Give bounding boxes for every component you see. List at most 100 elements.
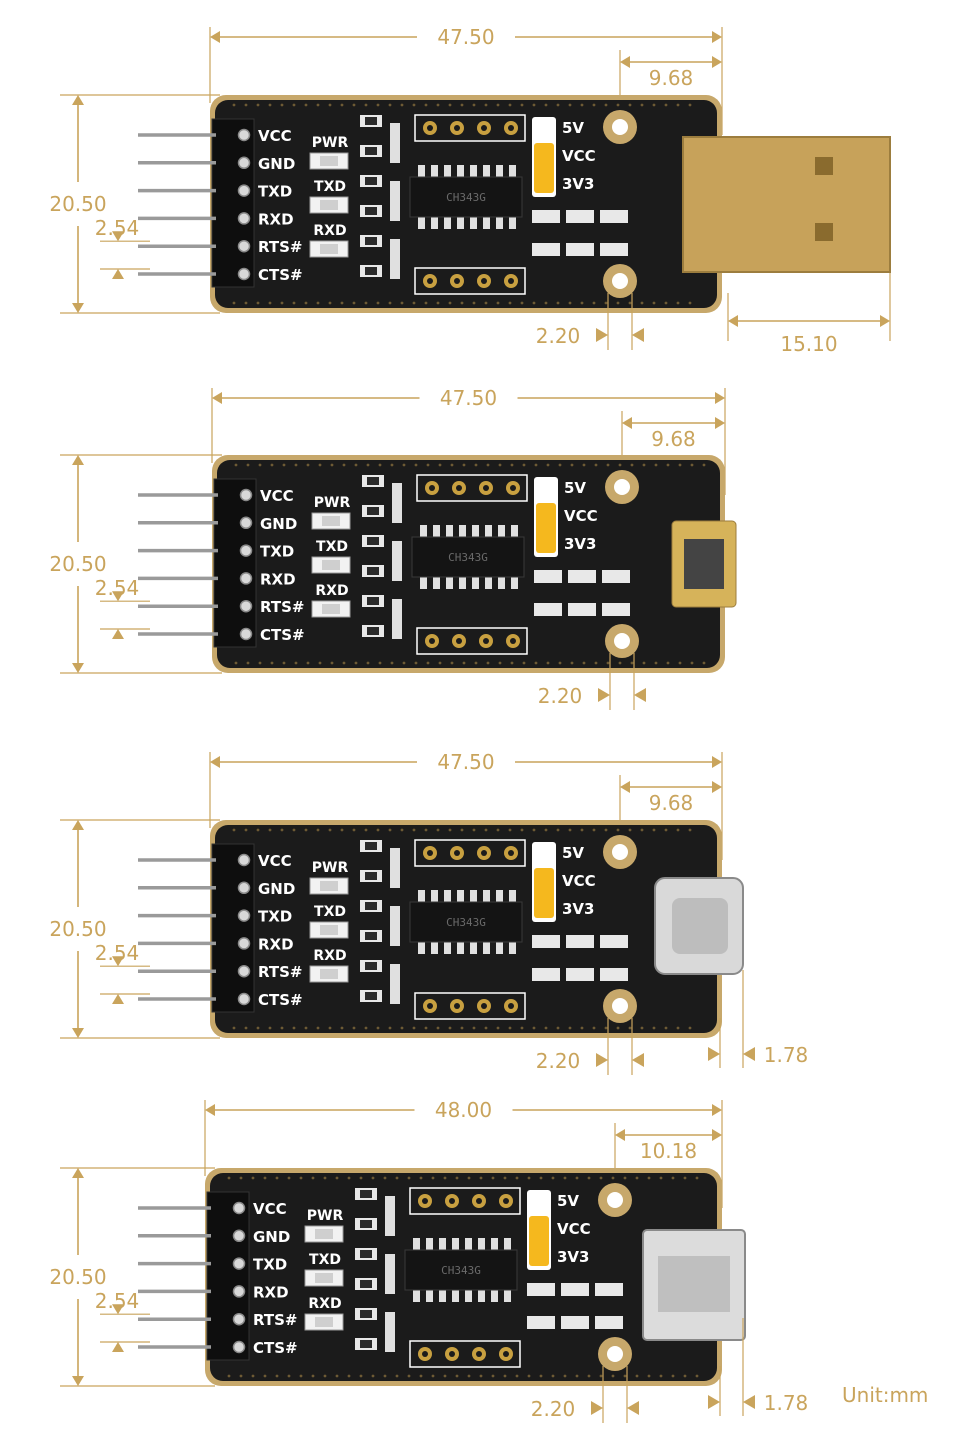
chip-pin [483,165,490,179]
smd-capacitor [566,210,594,223]
board-usb-c: 47.509.6820.502.54VCCGNDTXDRXDRTS#CTS#PW… [49,750,808,1075]
chip-pin [459,575,466,589]
smd-capacitor [568,603,596,616]
smd-capacitor [595,1316,623,1329]
chip-pin [496,215,503,229]
dim-offset: 10.18 [640,1139,697,1163]
ic-pin-strip [390,239,400,279]
chip-pin [418,940,425,954]
jumper-label-5v: 5V [564,479,586,497]
smd-capacitor [527,1283,555,1296]
led-label-rxd: RXD [308,1296,341,1312]
smd-capacitor [600,935,628,948]
pin-pad [239,544,253,557]
dim-height: 20.50 [49,1265,106,1289]
chip-pin [491,1288,498,1302]
smd-capacitor [566,243,594,256]
led-label-pwr: PWR [312,135,349,151]
through-hole-row [416,627,528,655]
jumper-label-vcc: VCC [562,872,596,890]
dim-height: 20.50 [49,192,106,216]
chip-pin [478,1238,485,1252]
smd-capacitor [532,243,560,256]
chip-pin [504,1238,511,1252]
pin-label-cts: CTS# [258,266,303,284]
pin-label-cts: CTS# [260,626,305,644]
jumper-cap [529,1216,549,1266]
ic-pin-strip [392,483,402,523]
chip-pin [496,890,503,904]
led-label-rxd: RXD [313,223,346,239]
chip-pin [459,525,466,539]
pin-label-cts: CTS# [258,991,303,1009]
smd-capacitor [534,570,562,583]
chip-pin [496,165,503,179]
pin-label-rts: RTS# [253,1311,297,1329]
chip-pin [498,525,505,539]
led-label-txd: TXD [316,539,348,555]
chip-pin [420,525,427,539]
chip-pin [431,215,438,229]
pin-pad [237,853,251,867]
led-label-txd: TXD [314,904,346,920]
chip-pin [491,1238,498,1252]
chip-pin [439,1238,446,1252]
chip-pin [509,165,516,179]
chip-pin [418,215,425,229]
dim-length: 47.50 [437,25,494,49]
jumper-label-3v3: 3V3 [564,535,596,553]
led-label-txd: TXD [314,179,346,195]
pin-label-rts: RTS# [258,238,302,256]
chip-marking: CH343G [446,191,486,204]
chip-marking: CH343G [446,916,486,929]
dim-length: 47.50 [437,750,494,774]
chip-pin [470,890,477,904]
chip-pin [509,215,516,229]
dim-hole: 2.20 [538,684,583,708]
chip-pin [444,890,451,904]
jumper-cap [534,143,554,193]
jumper-label-3v3: 3V3 [562,900,594,918]
chip-pin [452,1288,459,1302]
pin-pad [237,937,251,950]
pin-header [213,478,257,648]
smd-capacitor [527,1316,555,1329]
smd-capacitor [534,603,562,616]
chip-pin [496,940,503,954]
pin-header [206,1191,250,1361]
ic-pin-strip [385,1196,395,1236]
pin-label-vcc: VCC [253,1200,287,1218]
smd-capacitor [600,968,628,981]
chip-pin [498,575,505,589]
smd-capacitor [600,210,628,223]
pin-label-gnd: GND [260,515,297,533]
chip-pin [511,525,518,539]
led-label-pwr: PWR [314,495,351,511]
ch343g-chip [409,901,523,943]
dim-offset: 9.68 [649,66,694,90]
ic-pin-strip [390,964,400,1004]
smd-capacitor [532,935,560,948]
chip-pin [485,525,492,539]
chip-pin [446,575,453,589]
through-hole-row [409,1340,521,1368]
dim-overhang: 1.78 [764,1043,809,1067]
chip-pin [472,525,479,539]
chip-pin [465,1288,472,1302]
chip-pin [420,575,427,589]
led-label-txd: TXD [309,1252,341,1268]
pin-pad [232,1285,246,1298]
ic-pin-strip [385,1312,395,1352]
through-hole-row [414,992,526,1020]
chip-pin [483,940,490,954]
jumper-label-5v: 5V [562,844,584,862]
dim-pitch: 2.54 [95,576,140,600]
dim-hole: 2.20 [531,1397,576,1421]
pin-label-gnd: GND [258,880,295,898]
pin-label-cts: CTS# [253,1339,298,1357]
chip-pin [452,1238,459,1252]
dim-overhang: 1.78 [764,1391,809,1415]
pin-pad [232,1340,246,1354]
board-mini-usb: 48.0010.1820.502.54VCCGNDTXDRXDRTS#CTS#P… [49,1098,808,1423]
chip-pin [509,940,516,954]
